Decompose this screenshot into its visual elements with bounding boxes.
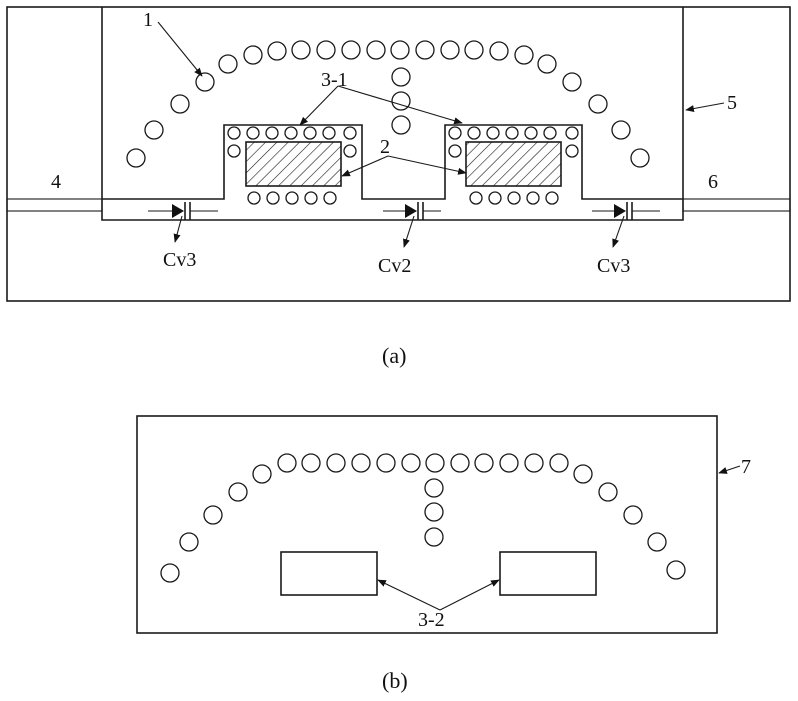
port-output-line	[683, 199, 790, 211]
label-cap-left: Cv3	[163, 249, 196, 271]
label-bottom-layer: 7	[741, 456, 751, 478]
bottom-layer-outline	[137, 416, 717, 633]
leader-arrows-a	[158, 22, 724, 247]
top-layer-outline	[102, 7, 683, 220]
varactor-right	[592, 202, 660, 220]
label-slot-top: 3-1	[321, 69, 348, 91]
figure-b: 7 3-2 (b)	[137, 416, 751, 693]
varactor-mid	[383, 202, 441, 220]
varactor-left	[148, 202, 218, 220]
slot-bottom-right	[500, 552, 596, 595]
label-cap-mid: Cv2	[378, 255, 411, 277]
resonator-left	[246, 142, 341, 186]
port-input-line	[7, 199, 102, 211]
figure-a: 1 3-1 2 4 5 6 Cv3 Cv2 Cv3 (a)	[7, 7, 790, 368]
via-arch-b	[161, 454, 685, 582]
caption-a: (a)	[382, 343, 406, 368]
feed-trace	[102, 125, 683, 199]
label-top-layer: 5	[727, 92, 737, 114]
caption-b: (b)	[382, 668, 408, 693]
label-port-in: 4	[51, 171, 61, 193]
resonator-right	[466, 142, 561, 186]
label-cap-right: Cv3	[597, 255, 630, 277]
label-slot-bottom: 3-2	[418, 609, 445, 631]
slot-bottom-left	[281, 552, 377, 595]
label-resonator: 2	[380, 136, 390, 158]
label-via-array: 1	[143, 9, 153, 31]
label-port-out: 6	[708, 171, 718, 193]
